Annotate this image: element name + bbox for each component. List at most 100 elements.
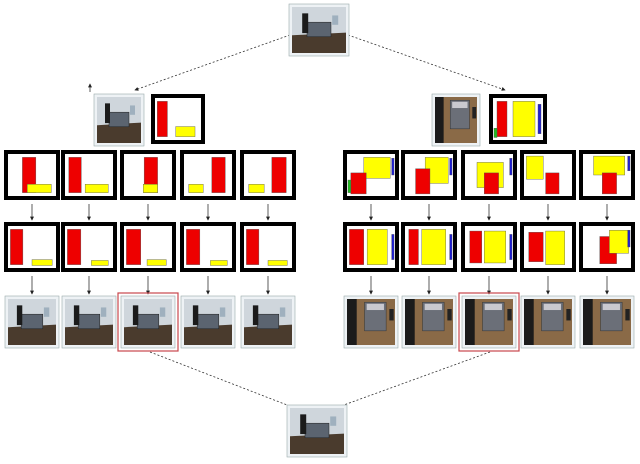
wardrobe: [192, 305, 199, 326]
red-furniture-block: [349, 229, 364, 265]
edges: [30, 34, 609, 411]
pillow: [484, 303, 502, 311]
blue-furniture-block: [509, 157, 513, 176]
red-furniture-block: [545, 172, 560, 195]
yellow-furniture-block: [421, 229, 446, 265]
left-candidate-row1: [180, 150, 236, 200]
left-seed-render: [93, 93, 145, 147]
wall-panel: [435, 97, 444, 143]
red-furniture-block: [528, 232, 544, 262]
floor: [292, 32, 346, 53]
wall-panel: [405, 299, 415, 345]
left-candidate-row2: [4, 222, 60, 272]
blue-furniture-block: [509, 234, 513, 260]
bed: [136, 313, 160, 330]
red-furniture-block: [496, 101, 508, 137]
red-furniture-block: [126, 229, 142, 265]
yellow-furniture-block: [91, 260, 109, 266]
floor: [8, 324, 56, 345]
yellow-furniture-block: [593, 155, 625, 176]
floor: [124, 324, 172, 345]
yellow-furniture-block: [545, 230, 565, 265]
blue-furniture-block: [449, 234, 453, 260]
left-candidate-row2: [240, 222, 296, 272]
right-result-render: [401, 295, 457, 349]
wardrobe: [73, 305, 80, 326]
bed: [77, 313, 101, 330]
root-to-left-edge: [134, 34, 291, 91]
left-to-target-edge: [149, 351, 301, 411]
floor: [290, 433, 344, 454]
red-furniture-block: [484, 172, 499, 195]
wall-panel: [583, 299, 593, 345]
red-furniture-block: [68, 157, 82, 193]
floor: [244, 324, 292, 345]
wardrobe: [105, 103, 110, 124]
wall-panel: [465, 299, 475, 345]
side-object: [625, 309, 630, 321]
red-furniture-block: [10, 229, 24, 265]
blue-furniture-block: [391, 234, 395, 260]
right-candidate-row2: [579, 222, 635, 272]
red-furniture-block: [67, 229, 82, 265]
bed: [306, 21, 332, 38]
wall-panel: [347, 299, 357, 345]
pillow: [424, 303, 442, 311]
red-furniture-block: [602, 172, 617, 195]
selected-highlight: [458, 292, 520, 352]
side-object: [566, 309, 571, 321]
left-candidate-row1: [61, 150, 117, 200]
side-object: [472, 107, 477, 119]
root-to-right-edge: [347, 34, 506, 91]
red-furniture-block: [246, 229, 260, 265]
red-furniture-block: [157, 101, 168, 137]
right-seed-layout: [489, 94, 547, 144]
wardrobe: [16, 305, 23, 326]
right-candidate-row2: [461, 222, 517, 272]
bed: [304, 422, 330, 439]
left-candidate-row1: [4, 150, 60, 200]
yellow-furniture-block: [484, 230, 507, 264]
yellow-furniture-block: [248, 184, 265, 193]
blue-furniture-block: [537, 104, 542, 134]
window: [130, 105, 135, 115]
left-candidate-row1: [240, 150, 296, 200]
left-result-render: [61, 295, 117, 349]
side-object: [447, 309, 452, 321]
left-candidate-row2: [180, 222, 236, 272]
right-candidate-row1: [401, 150, 457, 200]
pillow: [366, 303, 384, 311]
yellow-furniture-block: [609, 229, 629, 254]
wardrobe: [132, 305, 139, 326]
red-furniture-block: [271, 157, 287, 193]
right-candidate-row1: [461, 150, 517, 200]
red-furniture-block: [186, 229, 201, 265]
left-candidate-row1: [120, 150, 176, 200]
red-furniture-block: [415, 168, 431, 195]
right-result-render: [343, 295, 399, 349]
right-candidate-row1: [579, 150, 635, 200]
blue-furniture-block: [391, 157, 395, 176]
yellow-furniture-block: [188, 184, 204, 193]
right-result-render: [579, 295, 635, 349]
yellow-furniture-block: [366, 229, 388, 265]
target-render: [286, 404, 348, 458]
right-result-render: [458, 292, 520, 352]
yellow-furniture-block: [146, 259, 167, 266]
yellow-furniture-block: [84, 184, 109, 193]
right-to-target-edge: [329, 351, 491, 411]
window: [332, 15, 339, 25]
left-result-render: [240, 295, 296, 349]
pillow: [543, 303, 561, 311]
left-candidate-row2: [120, 222, 176, 272]
window: [219, 307, 226, 317]
window: [43, 307, 50, 317]
blue-furniture-block: [449, 157, 453, 176]
left-candidate-row2: [61, 222, 117, 272]
bed: [256, 313, 280, 330]
yellow-furniture-block: [175, 126, 196, 137]
yellow-furniture-block: [363, 157, 391, 179]
wardrobe: [252, 305, 259, 326]
blue-furniture-block: [627, 155, 631, 172]
